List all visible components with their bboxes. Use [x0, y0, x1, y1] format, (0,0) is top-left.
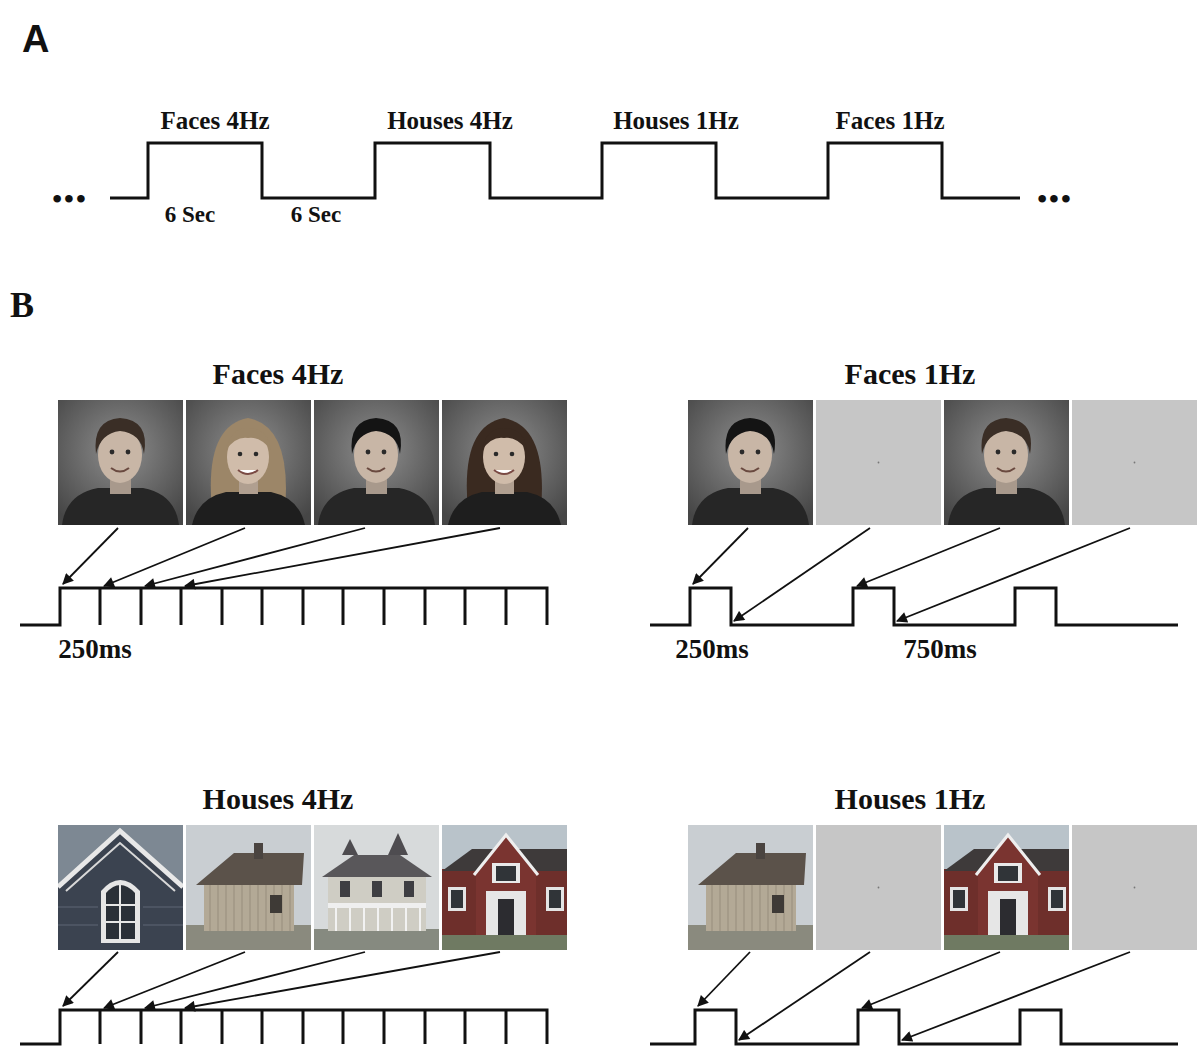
pointer-arrow	[63, 952, 118, 1006]
house-photo	[58, 825, 183, 950]
pointer-arrow	[698, 952, 750, 1006]
face-photo	[442, 400, 567, 525]
face-photo	[186, 400, 311, 525]
face-photo	[58, 400, 183, 525]
condition-title: Faces 1Hz	[845, 359, 976, 389]
pointer-arrow	[693, 528, 748, 584]
house-photo	[688, 825, 813, 950]
pointer-arrow	[862, 952, 1000, 1008]
pointer-arrow	[185, 952, 500, 1008]
duration-label: 6 Sec	[165, 203, 215, 226]
continuation-dots: •••	[52, 185, 87, 213]
block-label: Faces 4Hz	[161, 108, 270, 133]
block-label: Faces 1Hz	[836, 108, 945, 133]
pointer-arrow	[63, 528, 118, 584]
block-label: Houses 4Hz	[387, 108, 513, 133]
duration-label: 250ms	[58, 636, 132, 663]
stimulus-timeline	[650, 1010, 1178, 1044]
condition-title: Houses 1Hz	[835, 784, 986, 814]
panel-letter: A	[22, 20, 49, 58]
blank-screen	[1072, 400, 1197, 525]
blank-screen	[816, 400, 941, 525]
pointer-arrows	[63, 528, 1130, 1040]
pointer-arrow	[734, 528, 870, 621]
duration-label: 6 Sec	[291, 203, 341, 226]
stimulus-timeline	[20, 588, 547, 625]
duration-label: 750ms	[903, 636, 977, 663]
condition-title: Faces 4Hz	[213, 359, 344, 389]
pointer-arrow	[145, 528, 365, 586]
pointer-arrow	[857, 528, 1000, 586]
pointer-arrow	[185, 528, 500, 586]
condition-title: Houses 4Hz	[203, 784, 354, 814]
house-photo	[944, 825, 1069, 950]
stimulus-timeline	[20, 1010, 547, 1044]
blank-screen	[1072, 825, 1197, 950]
pointer-arrow	[145, 952, 365, 1008]
blank-screen	[816, 825, 941, 950]
pointer-arrow	[739, 952, 870, 1040]
house-photo	[186, 825, 311, 950]
house-photo	[314, 825, 439, 950]
pointer-arrow	[902, 952, 1130, 1040]
house-photo	[442, 825, 567, 950]
face-photo	[944, 400, 1069, 525]
block-timeline	[110, 143, 1020, 198]
face-photo	[688, 400, 813, 525]
duration-label: 250ms	[675, 636, 749, 663]
face-photo	[314, 400, 439, 525]
continuation-dots: •••	[1037, 185, 1072, 213]
stimulus-timeline	[650, 588, 1178, 625]
pointer-arrow	[897, 528, 1130, 621]
panel-letter: B	[10, 287, 34, 323]
block-label: Houses 1Hz	[613, 108, 739, 133]
